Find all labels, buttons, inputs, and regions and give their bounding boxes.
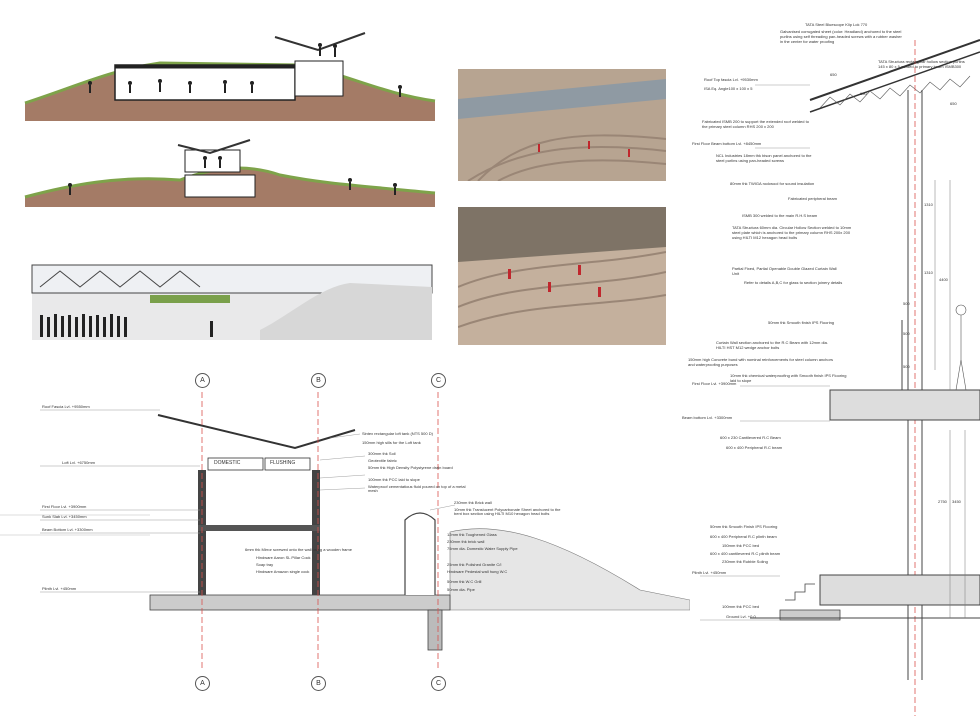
detail-note: 80mm thk TWIGA rockwool for sound insula… <box>730 181 815 186</box>
detail-note: ISA Eq. Angle100 x 100 x 5 <box>704 86 753 91</box>
level-ground: Ground Lvl. +0.0 <box>726 614 756 619</box>
grid-tag-b-bottom: B <box>311 676 326 691</box>
detail-note: ISMB 300 welded to the main R.H.S beam <box>742 213 818 218</box>
level-first-floor: First Floor Lvl. +3900mm <box>42 504 87 509</box>
wall-detail-drawing <box>700 39 980 716</box>
detail-note: 600 x 400 Peripheral R.C beam <box>726 445 783 450</box>
dim-label: 1310 <box>924 202 933 207</box>
section-three <box>31 264 433 340</box>
toilet-section-panel: A B C A B C Roof Fascia Lvl. +9550mm Lof… <box>0 370 690 716</box>
level-first-floor: First Floor Lvl. +3900mm <box>692 381 737 386</box>
section-note: Waterproof cementatious fluid poured on … <box>368 484 466 493</box>
section-note: Hindware Amazon single cock <box>256 569 310 574</box>
level-plinth: Plinth Lvl. +450mm <box>692 570 727 575</box>
grid-tag-c-top: C <box>431 373 446 388</box>
grid-tag-a-bottom: A <box>195 676 210 691</box>
section-note: 12mm thk Toughened Glass <box>447 532 497 537</box>
detail-note: TATA Structura 60mm dia. Circular Hollow… <box>732 225 852 240</box>
grid-tag-c-bottom: C <box>431 676 446 691</box>
dim-label: 500 <box>903 331 910 336</box>
elevation-sections <box>24 32 436 340</box>
wall-detail-panel: 650 650 650 1310 1310 4400 500 500 500 2… <box>680 20 980 716</box>
detail-note: Fabricated peripheral beam <box>788 196 837 201</box>
dim-label: 2750 <box>938 499 947 504</box>
section-note: Hindware Aaron SL Pillar Cock <box>256 555 311 560</box>
building-section-drawing <box>0 392 690 670</box>
model-photo-top <box>458 69 666 181</box>
foot-note: 100mm thk PCC bed <box>722 604 760 609</box>
foot-note: 600 x 400 cantilevered R.C plinth beam <box>710 551 781 556</box>
dim-label: 4400 <box>939 277 948 282</box>
detail-note: 50mm thk Smooth finish IPS Flooring <box>768 320 835 325</box>
detail-note: 10mm thk chemical waterproofing with Smo… <box>730 373 847 383</box>
section-note: Soap tray <box>256 562 274 567</box>
dim-label: 500 <box>903 364 910 369</box>
section-note: 230mm thk brick wall <box>447 539 485 544</box>
foot-note: 150mm thk PCC bed <box>722 543 760 548</box>
section-note: 10mm thk Translucent Polycarbonate Sheet… <box>454 507 561 516</box>
detail-note: Galvanised corrugated sheet (color: Head… <box>780 29 902 44</box>
tank-domestic-label: DOMESTIC <box>214 460 241 466</box>
dim-label: 650 <box>860 91 867 96</box>
section-note: 6mm thk Mirror screwed onto the wall usi… <box>245 547 352 552</box>
sections-panel <box>20 25 440 345</box>
level-plinth: Plinth Lvl. +450mm <box>42 586 77 591</box>
level-roof-top: Roof Top fascia Lvl. +9530mm <box>704 77 758 82</box>
level-sunk-slab: Sunk Slab Lvl. +3450mm <box>42 514 87 519</box>
detail-note: Fabricated ISMB 200 to support the exten… <box>702 119 809 129</box>
grid-tag-a-top: A <box>195 373 210 388</box>
level-beam-bottom: Beam Bottom Lvl. +3300mm <box>42 527 93 532</box>
foot-note: 230mm thk Rubble Soling <box>722 559 768 564</box>
detail-note: 150mm high Concrete bund with nominal re… <box>688 357 833 367</box>
level-beam-bottom: Beam bottom Lvl. +3300mm <box>682 415 733 420</box>
section-two <box>24 139 436 207</box>
section-note: 50mm thk High Density Polystyrene drain … <box>368 465 453 470</box>
foot-note: 50mm thk Smooth Finish IPS Flooring <box>710 524 778 529</box>
detail-note: Partial Fixed, Partial Openable Double G… <box>732 266 837 276</box>
detail-note: TATA Structura rectangular hollow sectio… <box>878 59 965 69</box>
dim-label: 500 <box>903 301 910 306</box>
level-roof-fascia: Roof Fascia Lvl. +9550mm <box>42 404 90 409</box>
foot-note: 600 x 400 Peripheral R.C plinth beam <box>710 534 777 539</box>
section-note: Hindware Pedestal wall hung W.C <box>447 569 508 574</box>
detail-note: Refer to details A,B,C for glass to sect… <box>744 280 843 285</box>
detail-note: TATA Steel Bluescope Klip Lok 770 <box>805 22 868 27</box>
section-note: 100mm thk PCC laid to slope <box>368 477 420 482</box>
section-note: 75mm dia. Domestic Water Supply Pipe <box>447 546 518 551</box>
dim-label: 650 <box>830 72 837 77</box>
section-one <box>24 32 436 121</box>
dim-label: 3450 <box>952 499 961 504</box>
detail-note: NCL Industries 18mm thk bison panel anch… <box>716 153 812 163</box>
level-first-floor-beam: First Floor Beam bottom Lvl. +8450mm <box>692 141 762 146</box>
section-note: 50mm thk W.C Grill <box>447 579 482 584</box>
detail-note: 600 x 230 Cantilevered R.C Beam <box>720 435 781 440</box>
section-note: 25mm thk Polished Granite C/I <box>447 562 502 567</box>
dim-label: 650 <box>950 101 957 106</box>
level-loft: Loft Lvl. +6750mm <box>62 460 96 465</box>
grid-tag-b-top: B <box>311 373 326 388</box>
section-note: Sintex rectangular loft tank (NTS 500 D) <box>362 431 433 436</box>
detail-note: Curtain Wall section anchored to the R.C… <box>716 340 828 350</box>
section-note: Geotextile fabric <box>368 458 397 463</box>
section-note: 150mm high sills for the Loft tank <box>362 440 421 445</box>
section-note: 50mm dia. Pipe <box>447 587 475 592</box>
section-note: 230mm thk Brick wall <box>454 500 492 505</box>
dim-label: 1310 <box>924 270 933 275</box>
tank-flushing-label: FLUSHING <box>270 460 296 466</box>
section-note: 300mm thk Soil <box>368 451 396 456</box>
model-photo-bottom <box>458 207 666 345</box>
